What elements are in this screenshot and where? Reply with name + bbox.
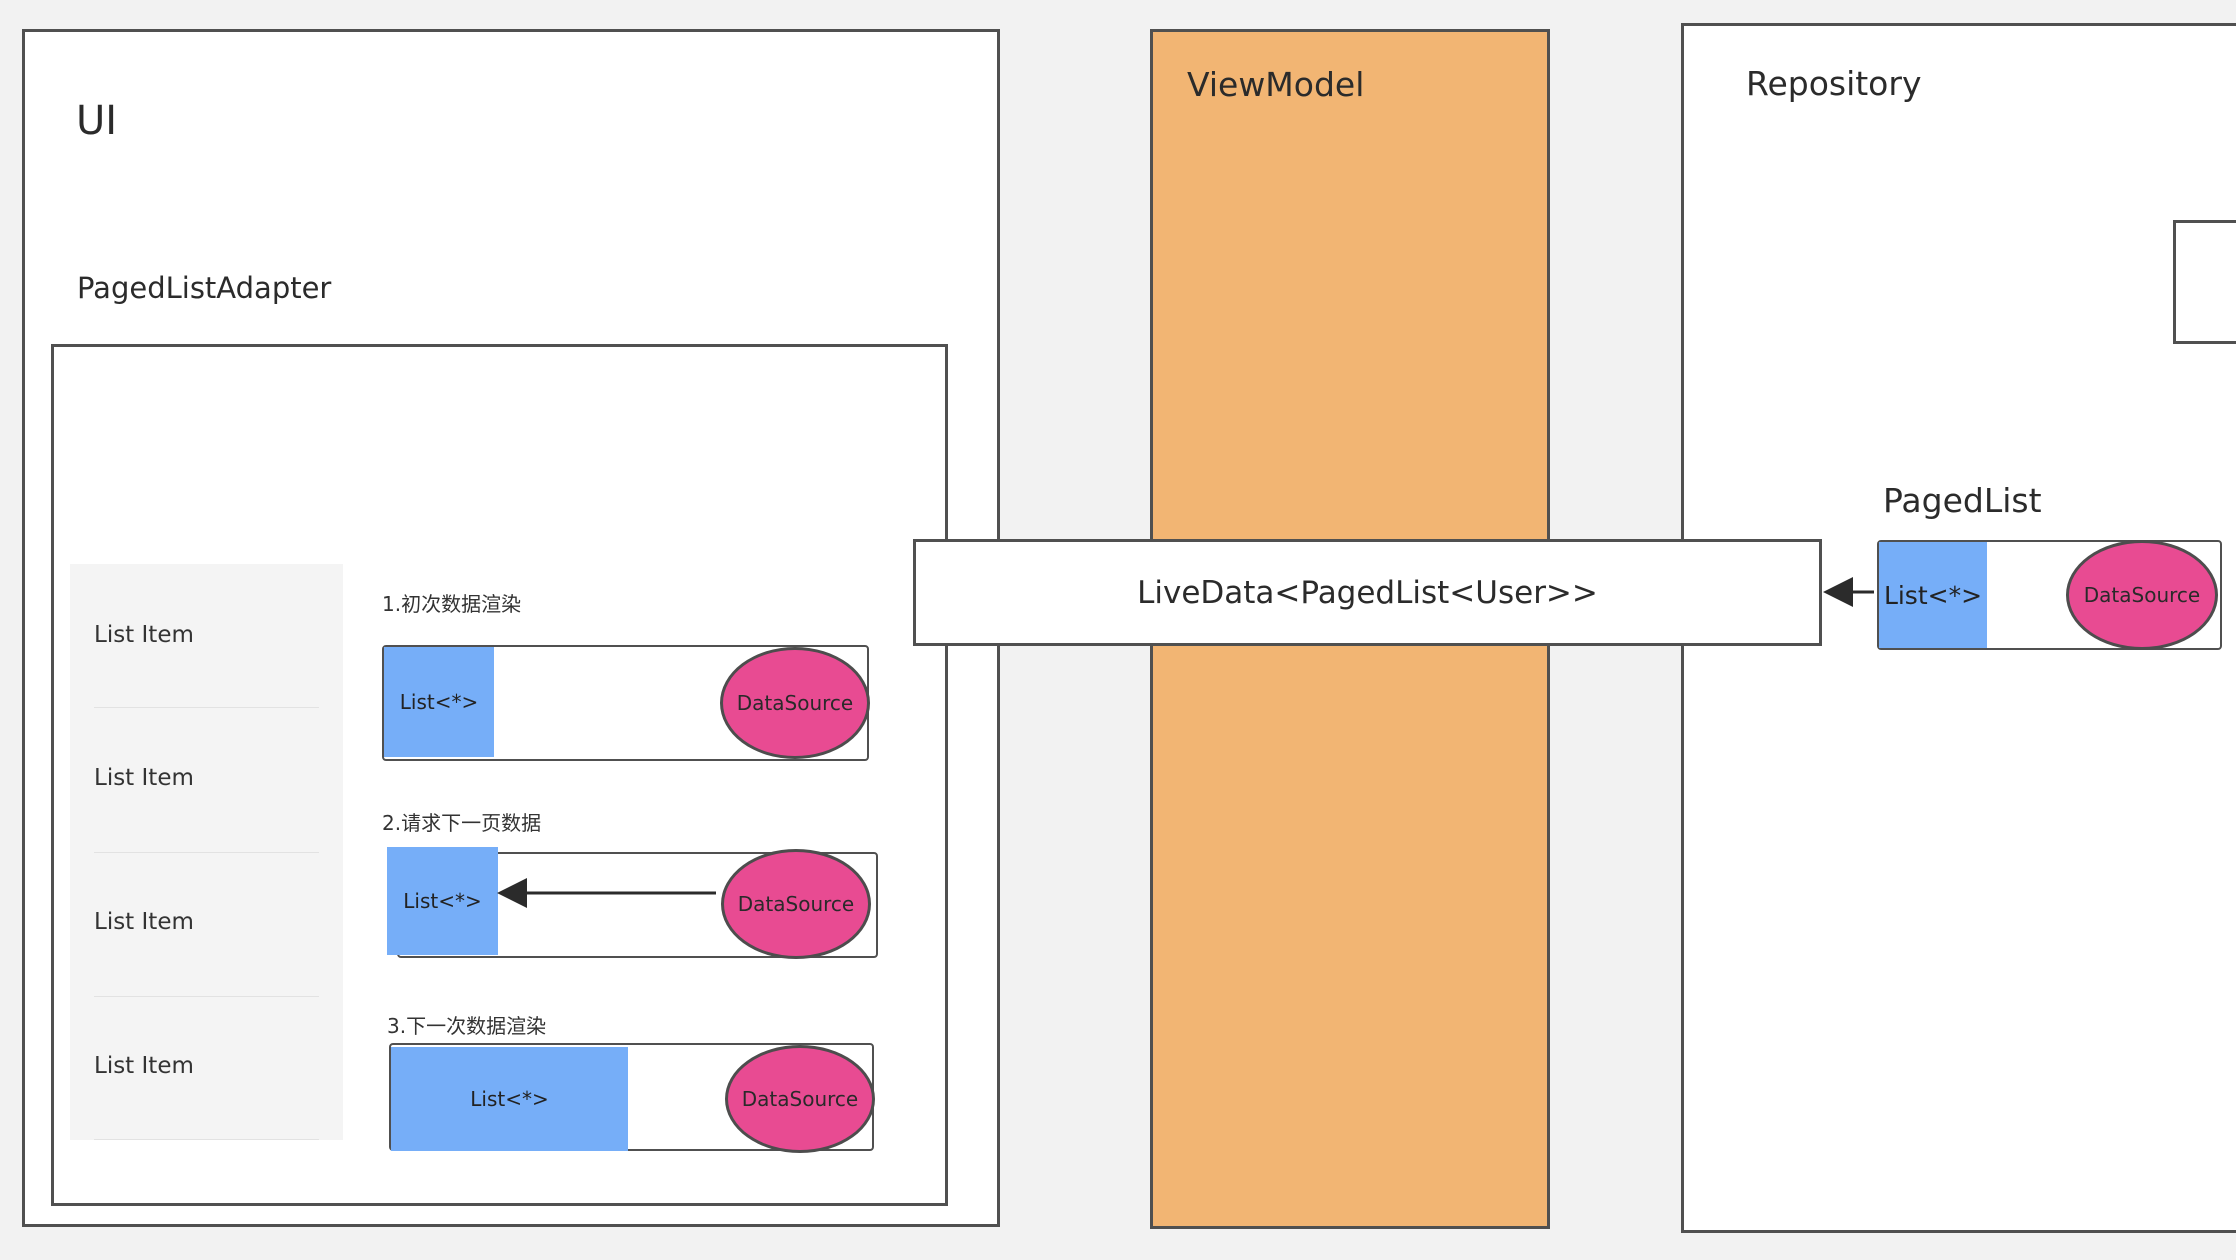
step-3-bar: List<*> DataSource (389, 1043, 875, 1153)
step-1-datasource: DataSource (720, 647, 870, 759)
step-1-bar: List<*> DataSource (382, 645, 870, 761)
repository-title: Repository (1746, 64, 1922, 103)
step-1-list-block: List<*> (384, 647, 494, 757)
step-2-list-block: List<*> (387, 847, 498, 955)
repository-inner-box (2173, 220, 2236, 344)
pagedlist-bar: List<*> DataSource (1877, 540, 2222, 650)
list-item: List Item (94, 909, 194, 935)
pagedlist-title: PagedList (1883, 481, 2042, 520)
list-item-divider (94, 852, 319, 853)
list-item-column: List Item List Item List Item List Item (70, 564, 343, 1140)
pagedlist-datasource: DataSource (2066, 540, 2218, 650)
step-3-datasource: DataSource (725, 1045, 875, 1153)
adapter-title: PagedListAdapter (77, 271, 332, 305)
step-2-label: 2.请求下一页数据 (382, 811, 542, 835)
step-2-datasource: DataSource (721, 849, 871, 959)
list-item: List Item (94, 1053, 194, 1079)
ui-title: UI (76, 98, 118, 144)
list-item: List Item (94, 622, 194, 648)
list-item-divider (94, 707, 319, 708)
livedata-box: LiveData<PagedList<User>> (913, 539, 1822, 646)
viewmodel-title: ViewModel (1187, 65, 1365, 104)
step-3-list-block: List<*> (391, 1047, 628, 1151)
list-item-divider (94, 996, 319, 997)
ui-panel: UI PagedListAdapter List Item List Item … (22, 29, 1000, 1227)
pagedlist-list-block: List<*> (1879, 542, 1987, 648)
list-item: List Item (94, 765, 194, 791)
step-1-label: 1.初次数据渲染 (382, 592, 522, 616)
step-3-label: 3.下一次数据渲染 (387, 1014, 547, 1038)
list-item-divider (94, 1139, 319, 1140)
adapter-box: List Item List Item List Item List Item … (51, 344, 948, 1206)
